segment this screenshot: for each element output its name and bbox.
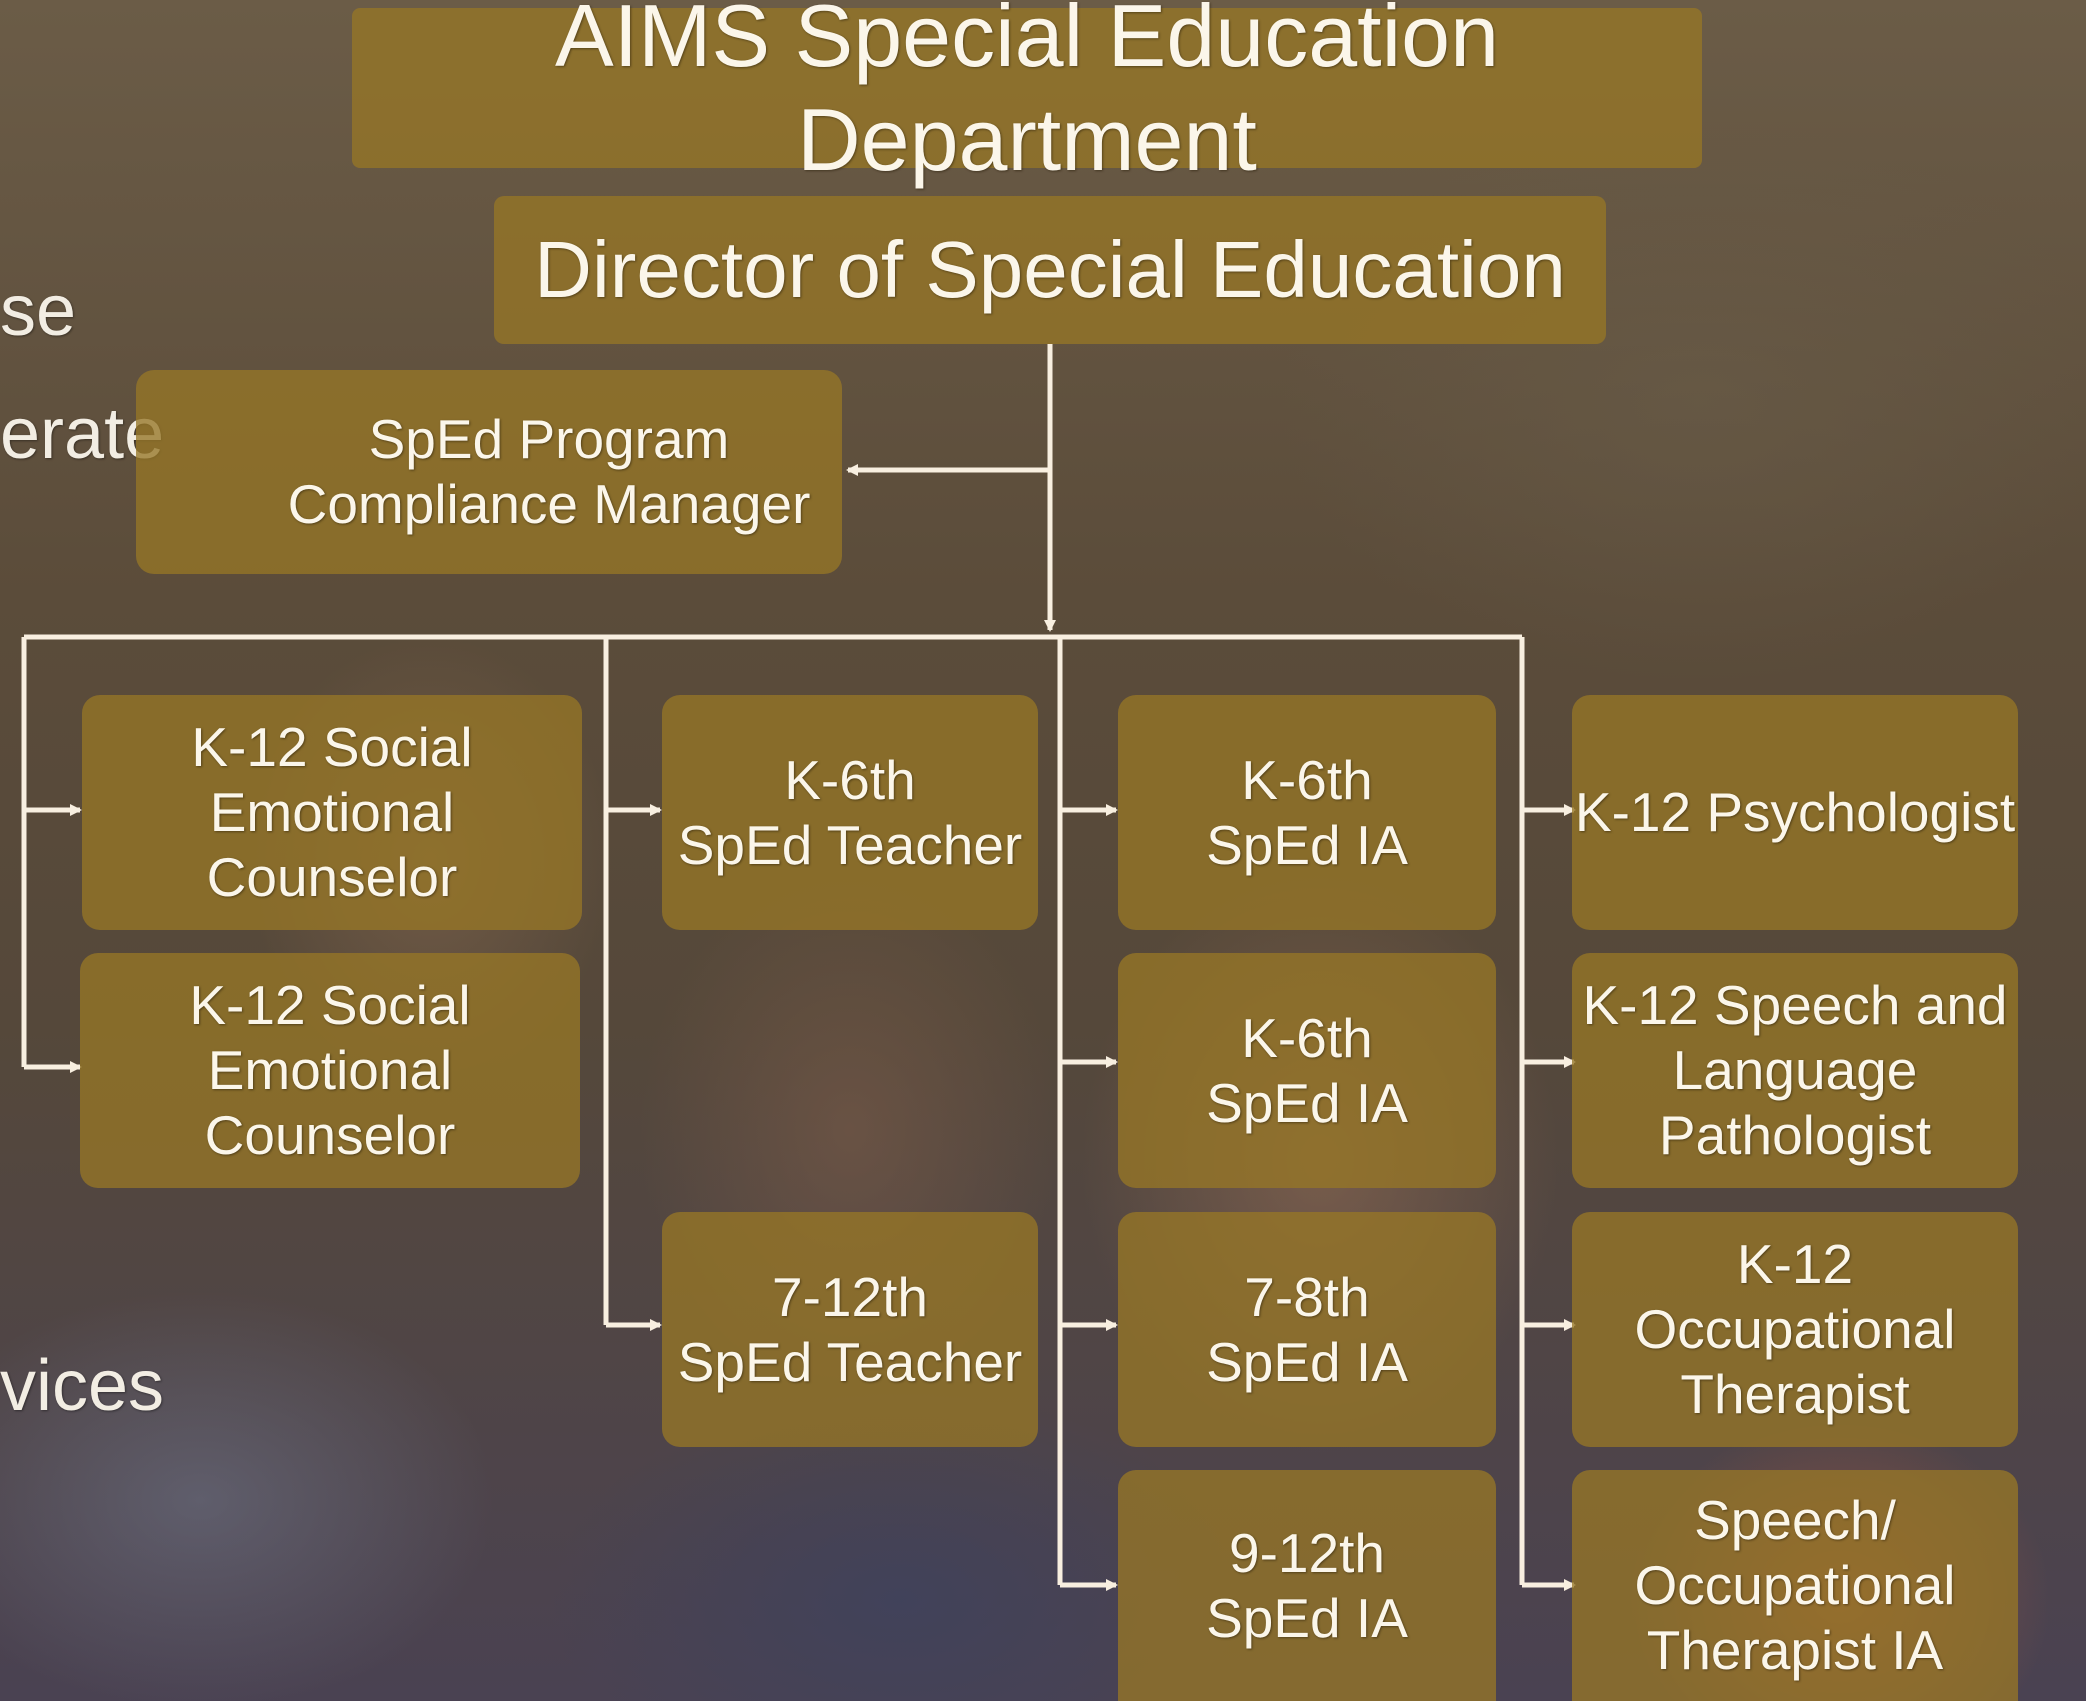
sped-teacher-node: 7-12th SpEd Teacher <box>662 1212 1038 1447</box>
sped-ia-node: 7-8th SpEd IA <box>1118 1212 1496 1447</box>
therapist-ia-node: Speech/ Occupational Therapist IA <box>1572 1470 2018 1701</box>
director-node: Director of Special Education <box>494 196 1606 344</box>
occupational-therapist-node: K-12 Occupational Therapist <box>1572 1212 2018 1447</box>
counselor-node: K-12 Social Emotional Counselor <box>80 953 580 1188</box>
background-text-fragment: vices <box>0 1346 165 1426</box>
speech-language-pathologist-node: K-12 Speech and Language Pathologist <box>1572 953 2018 1188</box>
sped-ia-node: K-6th SpEd IA <box>1118 695 1496 930</box>
sped-teacher-node: K-6th SpEd Teacher <box>662 695 1038 930</box>
psychologist-node: K-12 Psychologist <box>1572 695 2018 930</box>
counselor-node: K-12 Social Emotional Counselor <box>82 695 582 930</box>
background-text-fragment: se <box>0 271 77 351</box>
sped-ia-node: K-6th SpEd IA <box>1118 953 1496 1188</box>
compliance-manager-node: SpEd Program Compliance Manager <box>136 370 842 574</box>
sped-ia-node: 9-12th SpEd IA <box>1118 1470 1496 1701</box>
department-title: AIMS Special Education Department <box>352 0 1702 189</box>
